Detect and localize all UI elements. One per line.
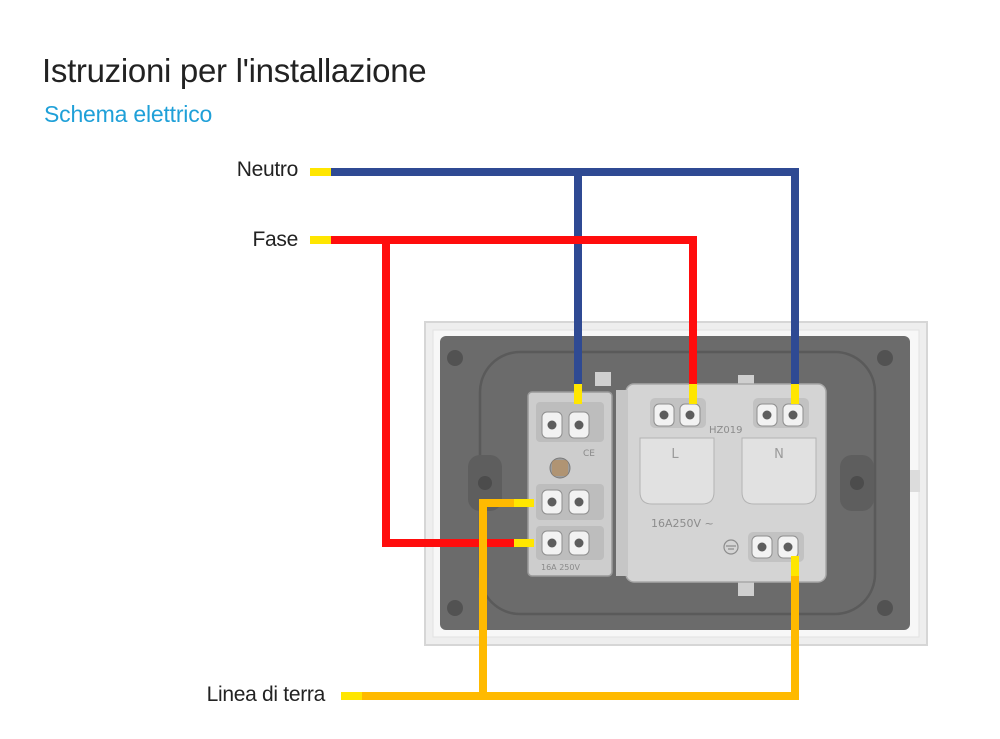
switch-rating: 16A 250V: [541, 563, 580, 572]
live-terminal-marking: L: [671, 447, 679, 462]
screw-hole-icon: [877, 600, 893, 616]
phase-label: Fase: [252, 228, 299, 251]
screw-hole-icon: [447, 600, 463, 616]
phase-wire: [331, 236, 697, 547]
rating-marking: 16A250V ~: [651, 517, 714, 530]
neutral-label: Neutro: [236, 158, 299, 181]
page-title: Istruzioni per l'installazione: [42, 52, 427, 89]
earth-wire: [362, 499, 799, 700]
screw-hole-icon: [447, 350, 463, 366]
neutral-wire: [331, 168, 799, 388]
socket-module: L N HZ019 16A250V ~: [616, 383, 827, 583]
ce-mark: CE: [583, 449, 595, 459]
wire-tips: [310, 168, 799, 700]
switch-module: CE 16A 250V: [527, 391, 613, 577]
earth-label: Linea di terra: [206, 683, 326, 706]
screw-hole-icon: [877, 350, 893, 366]
model-marking: HZ019: [709, 425, 742, 436]
earth-symbol-icon: [723, 539, 739, 555]
neutral-terminal-marking: N: [774, 447, 784, 462]
page-subtitle: Schema elettrico: [44, 101, 213, 127]
